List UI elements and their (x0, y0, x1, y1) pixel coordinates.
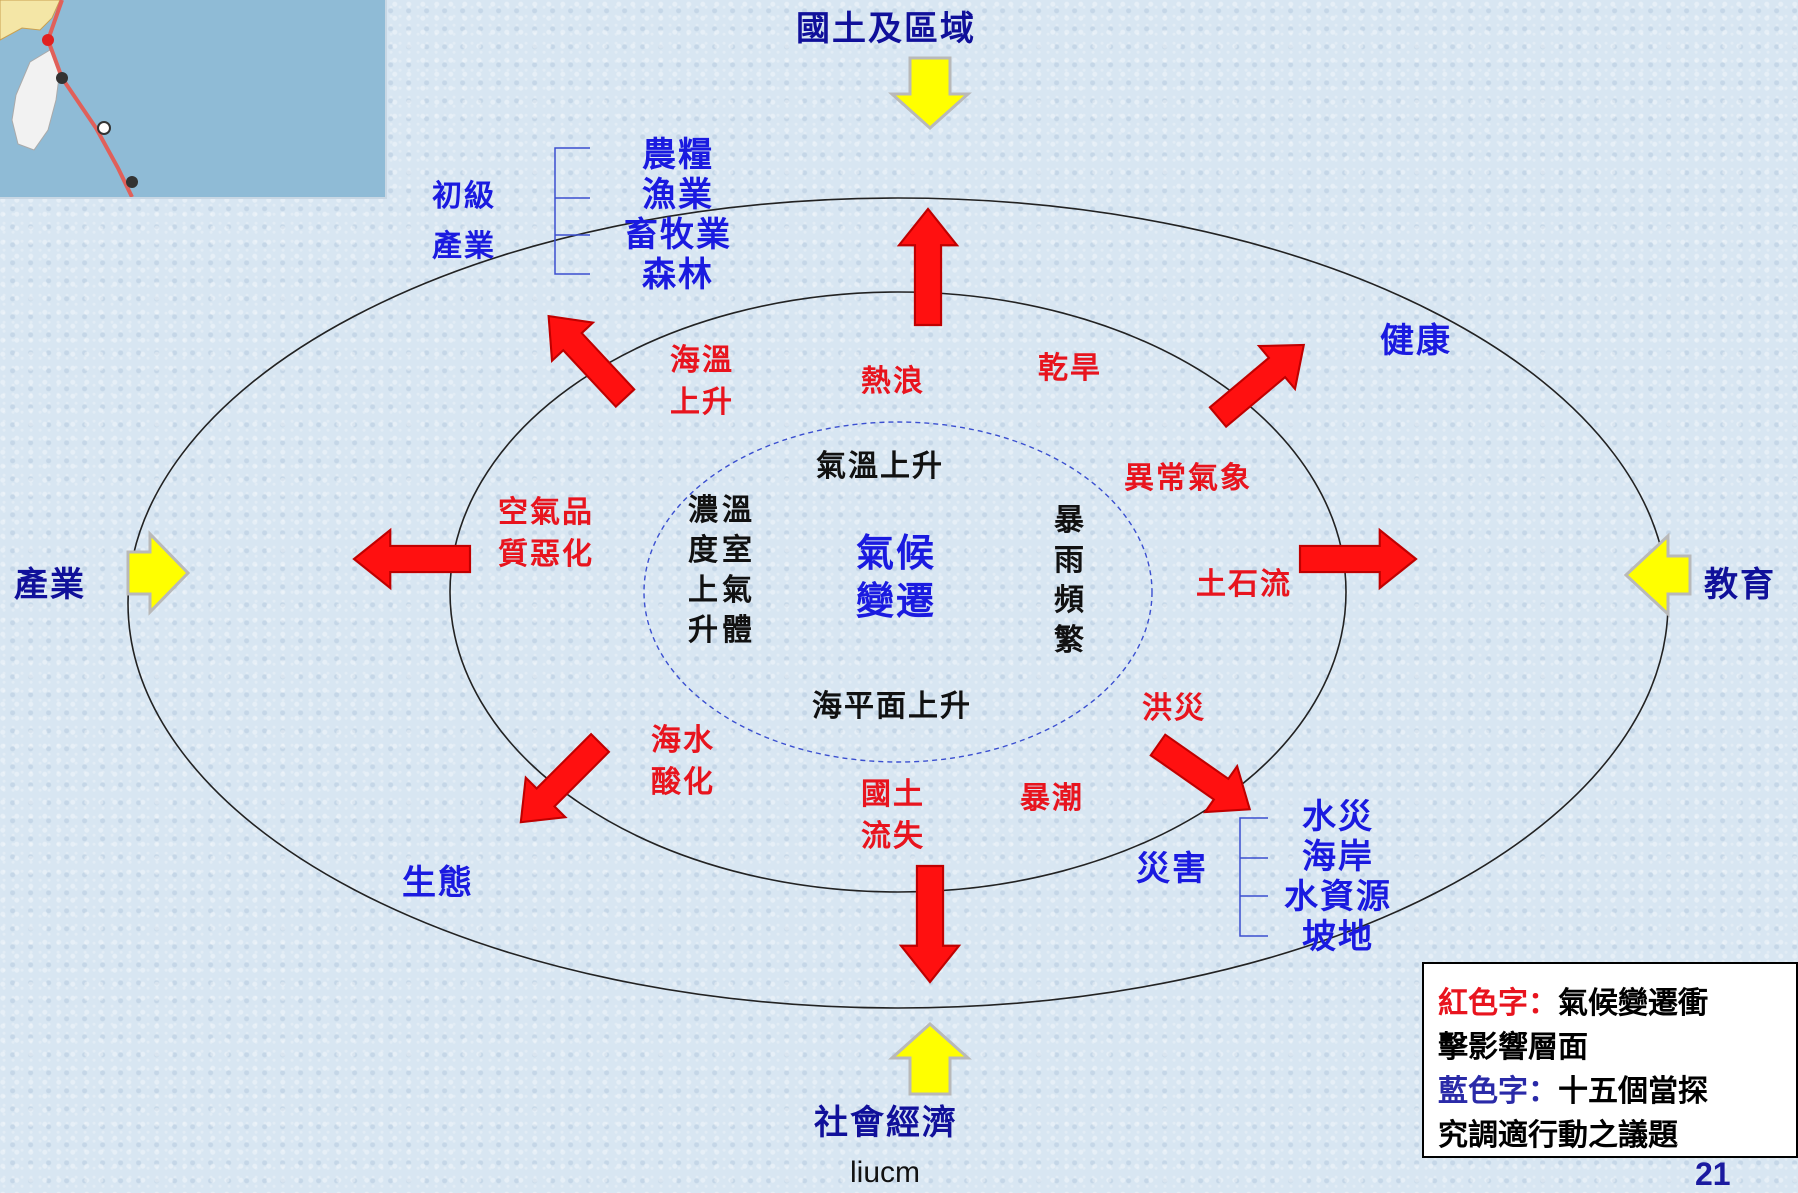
temperature-rise-label: 氣溫上升 (816, 449, 944, 484)
arrow-red-lower-left (499, 722, 621, 844)
page-number: 21 (1695, 1156, 1731, 1192)
drought-label: 乾旱 (1038, 351, 1102, 386)
sea-temp-line-1: 海溫 (670, 343, 734, 378)
sea-temp-rise-label: 海溫 上升 (670, 346, 734, 418)
list-item: 海岸 (1302, 837, 1374, 877)
primary-industry-list: 農糧 漁業 畜牧業 森林 (624, 138, 732, 292)
ecology-label: 生態 (402, 863, 474, 903)
legend-red-key: 紅色字： (1438, 986, 1558, 1021)
arrow-red-down (899, 864, 961, 984)
ocean-acidification-label: 海水 酸化 (651, 726, 715, 798)
ghg-char: 上 (688, 573, 720, 608)
arrow-yellow-left (126, 530, 191, 616)
heat-wave-label: 熱浪 (861, 364, 925, 399)
legend-red-text-1: 氣候變遷衝 (1558, 986, 1708, 1021)
list-item: 坡地 (1302, 917, 1374, 957)
primary-industry-label: 初級 產業 (432, 182, 496, 262)
legend-blue-key: 藍色字： (1438, 1074, 1558, 1109)
list-item: 農糧 (642, 135, 714, 175)
heavy-rain-vertical: 暴 雨 頻 繁 (1054, 506, 1086, 656)
sea-temp-line-2: 上升 (670, 385, 734, 420)
land-loss-label: 國土 流失 (861, 780, 925, 852)
legend-red-text-2: 擊影響層面 (1438, 1030, 1588, 1065)
ghg-char: 溫 (722, 493, 754, 528)
primary-industry-line-2: 產業 (432, 229, 496, 264)
arrow-red-up (897, 207, 959, 327)
arrow-red-lower-right (1140, 721, 1267, 834)
list-item: 水資源 (1284, 877, 1392, 917)
health-label: 健康 (1380, 321, 1452, 361)
middle-ellipse (449, 291, 1347, 893)
ghg-char: 室 (722, 533, 754, 568)
arrow-yellow-bottom (888, 1021, 972, 1096)
center-line-1: 氣候 (856, 530, 937, 575)
typhoon-track-map (0, 0, 387, 199)
acidification-line-1: 海水 (651, 723, 715, 758)
rain-char: 暴 (1054, 503, 1086, 538)
debris-flow-label: 土石流 (1196, 567, 1292, 602)
land-loss-line-2: 流失 (861, 819, 925, 854)
footer-author: liucm (850, 1156, 921, 1189)
rain-char: 繁 (1054, 623, 1086, 658)
legend-blue-text-2: 究調適行動之議題 (1438, 1118, 1678, 1153)
list-item: 畜牧業 (624, 215, 732, 255)
arrow-red-right (1298, 528, 1418, 590)
disaster-list: 水災 海岸 水資源 坡地 (1284, 800, 1392, 954)
land-loss-line-1: 國土 (861, 777, 925, 812)
ghg-char: 體 (722, 613, 754, 648)
legend-blue-text-1: 十五個當探 (1558, 1074, 1708, 1109)
list-item: 水災 (1302, 797, 1374, 837)
bracket-primary-industry (554, 147, 590, 275)
disaster-label: 災害 (1136, 849, 1208, 889)
arrow-yellow-top (888, 56, 972, 131)
center-line-2: 變遷 (856, 578, 937, 623)
bracket-disaster (1239, 817, 1268, 937)
education-label: 教育 (1704, 565, 1776, 605)
arrow-red-upper-left (527, 295, 647, 419)
ghg-char: 升 (688, 613, 720, 648)
air-quality-line-1: 空氣品 (498, 495, 594, 530)
rain-char: 雨 (1054, 543, 1086, 578)
flood-label: 洪災 (1142, 691, 1206, 726)
arrow-red-upper-right (1198, 322, 1323, 440)
national-land-region-label: 國土及區域 (796, 9, 976, 49)
ghg-char: 濃 (688, 493, 720, 528)
storm-surge-label: 暴潮 (1020, 781, 1084, 816)
legend-blue-line: 藍色字：十五個當探 (1438, 1070, 1782, 1114)
ghg-char: 度 (688, 533, 720, 568)
inner-dashed-ellipse (643, 421, 1153, 763)
ghg-col-1: 濃 度 上 升 (688, 496, 720, 646)
arrow-yellow-right (1623, 532, 1692, 618)
abnormal-weather-label: 異常氣象 (1124, 461, 1252, 496)
ghg-col-2: 溫 室 氣 體 (722, 496, 754, 646)
list-item: 漁業 (642, 175, 714, 215)
air-quality-label: 空氣品 質惡化 (498, 498, 594, 570)
acidification-line-2: 酸化 (651, 765, 715, 800)
arrow-red-left (352, 528, 472, 590)
center-climate-change: 氣候 變遷 (856, 534, 936, 620)
list-item: 森林 (642, 255, 714, 295)
legend-red-line: 紅色字：氣候變遷衝 (1438, 982, 1782, 1026)
primary-industry-line-1: 初級 (432, 179, 496, 214)
map-graphic (0, 0, 385, 197)
legend-box: 紅色字：氣候變遷衝 擊影響層面 藍色字：十五個當探 究調適行動之議題 (1422, 962, 1798, 1158)
sea-level-rise-label: 海平面上升 (812, 689, 972, 724)
industry-label: 產業 (14, 565, 86, 605)
ghg-char: 氣 (722, 573, 754, 608)
rain-char: 頻 (1054, 583, 1086, 618)
socio-economic-label: 社會經濟 (814, 1103, 958, 1143)
air-quality-line-2: 質惡化 (498, 537, 594, 572)
